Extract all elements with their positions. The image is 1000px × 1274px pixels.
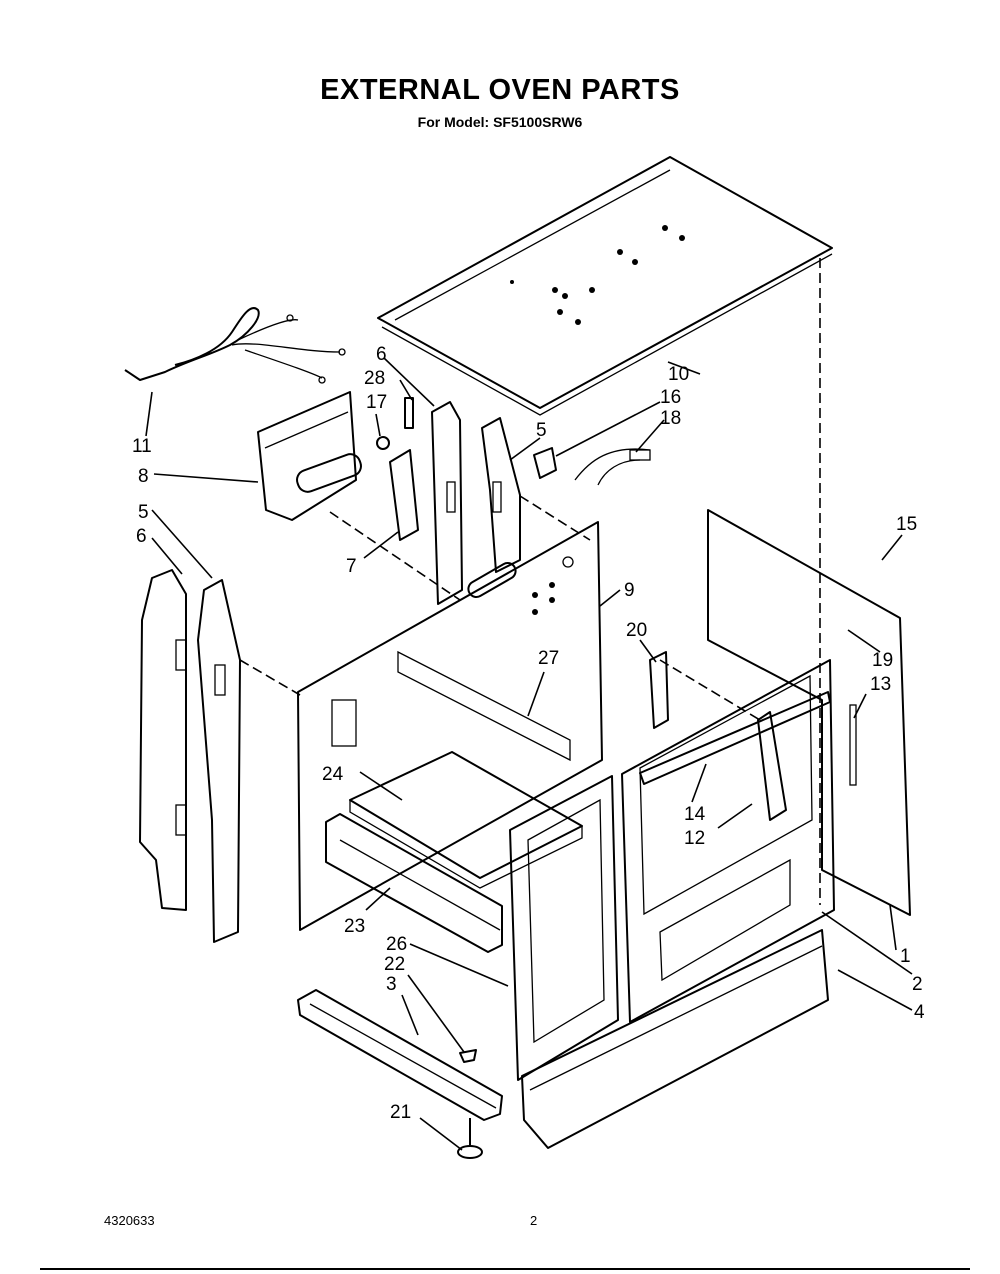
callout-label: 12 — [684, 828, 705, 849]
callout-label: 21 — [390, 1102, 411, 1123]
base-rail-part — [297, 989, 503, 1121]
callout-label: 27 — [538, 648, 559, 669]
callout-label: 6 — [136, 526, 147, 547]
callout-label: 11 — [132, 436, 152, 457]
callout-label: 18 — [660, 408, 681, 429]
callout-label: 23 — [344, 916, 365, 937]
rear-panel-part — [297, 521, 603, 931]
callout-label: 5 — [138, 502, 149, 523]
rear-rail-parts — [431, 401, 521, 605]
right-side-panel-part — [621, 659, 835, 1023]
page-title: EXTERNAL OVEN PARTS — [320, 74, 680, 106]
callout-label: 16 — [660, 387, 681, 408]
model-subtitle: For Model: SF5100SRW6 — [417, 114, 583, 130]
callout-leaders — [145, 357, 913, 1151]
callout-label: 15 — [896, 514, 917, 535]
bottom-divider — [40, 1268, 970, 1270]
callout-label: 9 — [624, 580, 635, 601]
callout-label: 5 — [536, 420, 547, 441]
front-frame-part — [509, 775, 619, 1081]
callout-label: 7 — [346, 556, 357, 577]
callout-label: 24 — [322, 764, 344, 785]
bracket-part — [376, 397, 419, 541]
side-back-panel-part — [707, 509, 911, 916]
switch-wiring-part — [533, 447, 651, 486]
callout-label: 28 — [364, 368, 385, 389]
callout-label: 13 — [870, 674, 891, 695]
bottom-tray-part — [325, 813, 503, 953]
document-number: 4320633 — [104, 1213, 155, 1228]
callout-label: 20 — [626, 620, 647, 641]
callout-label: 3 — [386, 974, 397, 995]
callout-label: 19 — [872, 650, 893, 671]
callout-label: 2 — [912, 974, 923, 995]
callout-label: 17 — [366, 392, 387, 413]
callout-label: 6 — [376, 344, 387, 365]
bottom-shelf-part — [349, 751, 583, 889]
callout-label: 1 — [900, 946, 911, 967]
cooktop-panel-part — [377, 156, 833, 416]
kick-plate-part — [521, 929, 829, 1149]
callout-label: 8 — [138, 466, 149, 487]
assembly-guide-lines — [239, 258, 821, 905]
callout-label: 4 — [914, 1002, 925, 1023]
callout-labels: 1 2 3 4 5 5 6 6 7 8 9 10 11 12 13 14 15 … — [132, 344, 925, 1123]
callout-label: 22 — [384, 954, 405, 975]
terminal-cover-part — [257, 391, 362, 521]
power-cord-part — [124, 307, 346, 384]
callout-label: 26 — [386, 934, 407, 955]
left-side-rails — [139, 569, 241, 943]
leveling-leg-part — [457, 1049, 483, 1159]
callout-label: 10 — [668, 364, 689, 385]
brace-part — [639, 651, 831, 821]
page-number: 2 — [530, 1213, 538, 1228]
callout-label: 14 — [684, 804, 706, 825]
